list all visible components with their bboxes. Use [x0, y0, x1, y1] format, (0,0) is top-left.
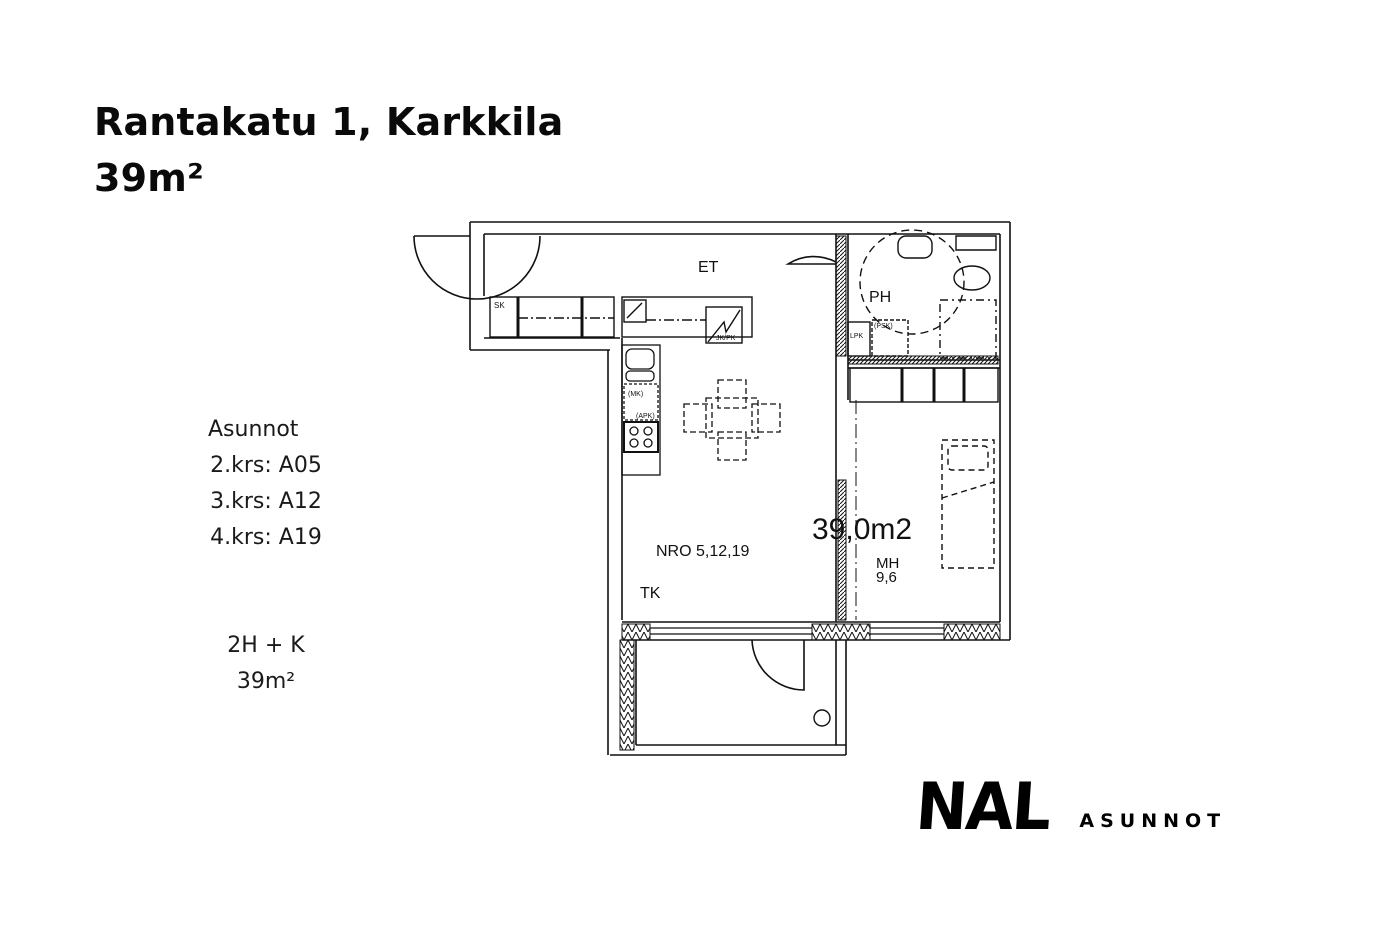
doors: [413, 235, 837, 691]
closets: [489, 296, 999, 403]
total-area-label: 39,0m2: [812, 513, 912, 546]
apartment-summary: 2H + K 39m²: [196, 628, 336, 700]
brand-logo: NAL ASUNNOT: [913, 768, 1227, 845]
windows: [650, 627, 944, 635]
room-label-bathroom: PH: [869, 289, 891, 306]
unit-floor-3: 3.krs: A12: [210, 489, 322, 514]
room-label-entry: ET: [698, 259, 719, 276]
floor-plan: ET PH TK MH 9,6 NRO 5,12,19 39,0m2 SK JK…: [400, 210, 1020, 775]
brand-word: ASUNNOT: [1079, 810, 1227, 832]
insulation: [621, 623, 651, 641]
washer-label: (PSK): [874, 323, 893, 330]
room-label-living-kitchen: TK: [640, 585, 661, 602]
units-list: Asunnot 2.krs: A05 3.krs: A12 4.krs: A19: [196, 412, 336, 556]
summary-area: 39m²: [236, 669, 296, 694]
room-layout: 2H + K: [227, 633, 305, 658]
kitchen-counter: [621, 344, 661, 476]
dining-table-icon: [683, 379, 781, 461]
address-heading: Rantakatu 1, Karkkila: [94, 100, 564, 144]
dishwasher-label: (APK): [636, 413, 655, 420]
page-title: Rantakatu 1, Karkkila 39m²: [94, 94, 564, 206]
units-heading: Asunnot: [208, 417, 299, 442]
room-label-bedroom: MH: [876, 555, 899, 572]
unit-floor-2: 2.krs: A05: [210, 453, 322, 478]
closet-label: SK: [494, 301, 505, 310]
unit-floor-4: 4.krs: A19: [210, 525, 322, 550]
area-heading: 39m²: [94, 156, 204, 200]
drain-icon: [813, 709, 831, 727]
room-bedroom-area: 9,6: [876, 569, 897, 586]
bathroom-fixtures: [847, 229, 997, 359]
apartment-numbers: NRO 5,12,19: [656, 543, 749, 560]
brand-mark: NAL: [913, 768, 1053, 845]
fridge-label: JK/PK: [716, 335, 736, 342]
bed-icon: [941, 439, 995, 569]
water-heater-label: LPK: [850, 333, 864, 340]
microwave-label: (MK): [628, 391, 643, 398]
floor-plan-drawing: ET PH TK MH 9,6 NRO 5,12,19 39,0m2 SK JK…: [413, 221, 1011, 756]
